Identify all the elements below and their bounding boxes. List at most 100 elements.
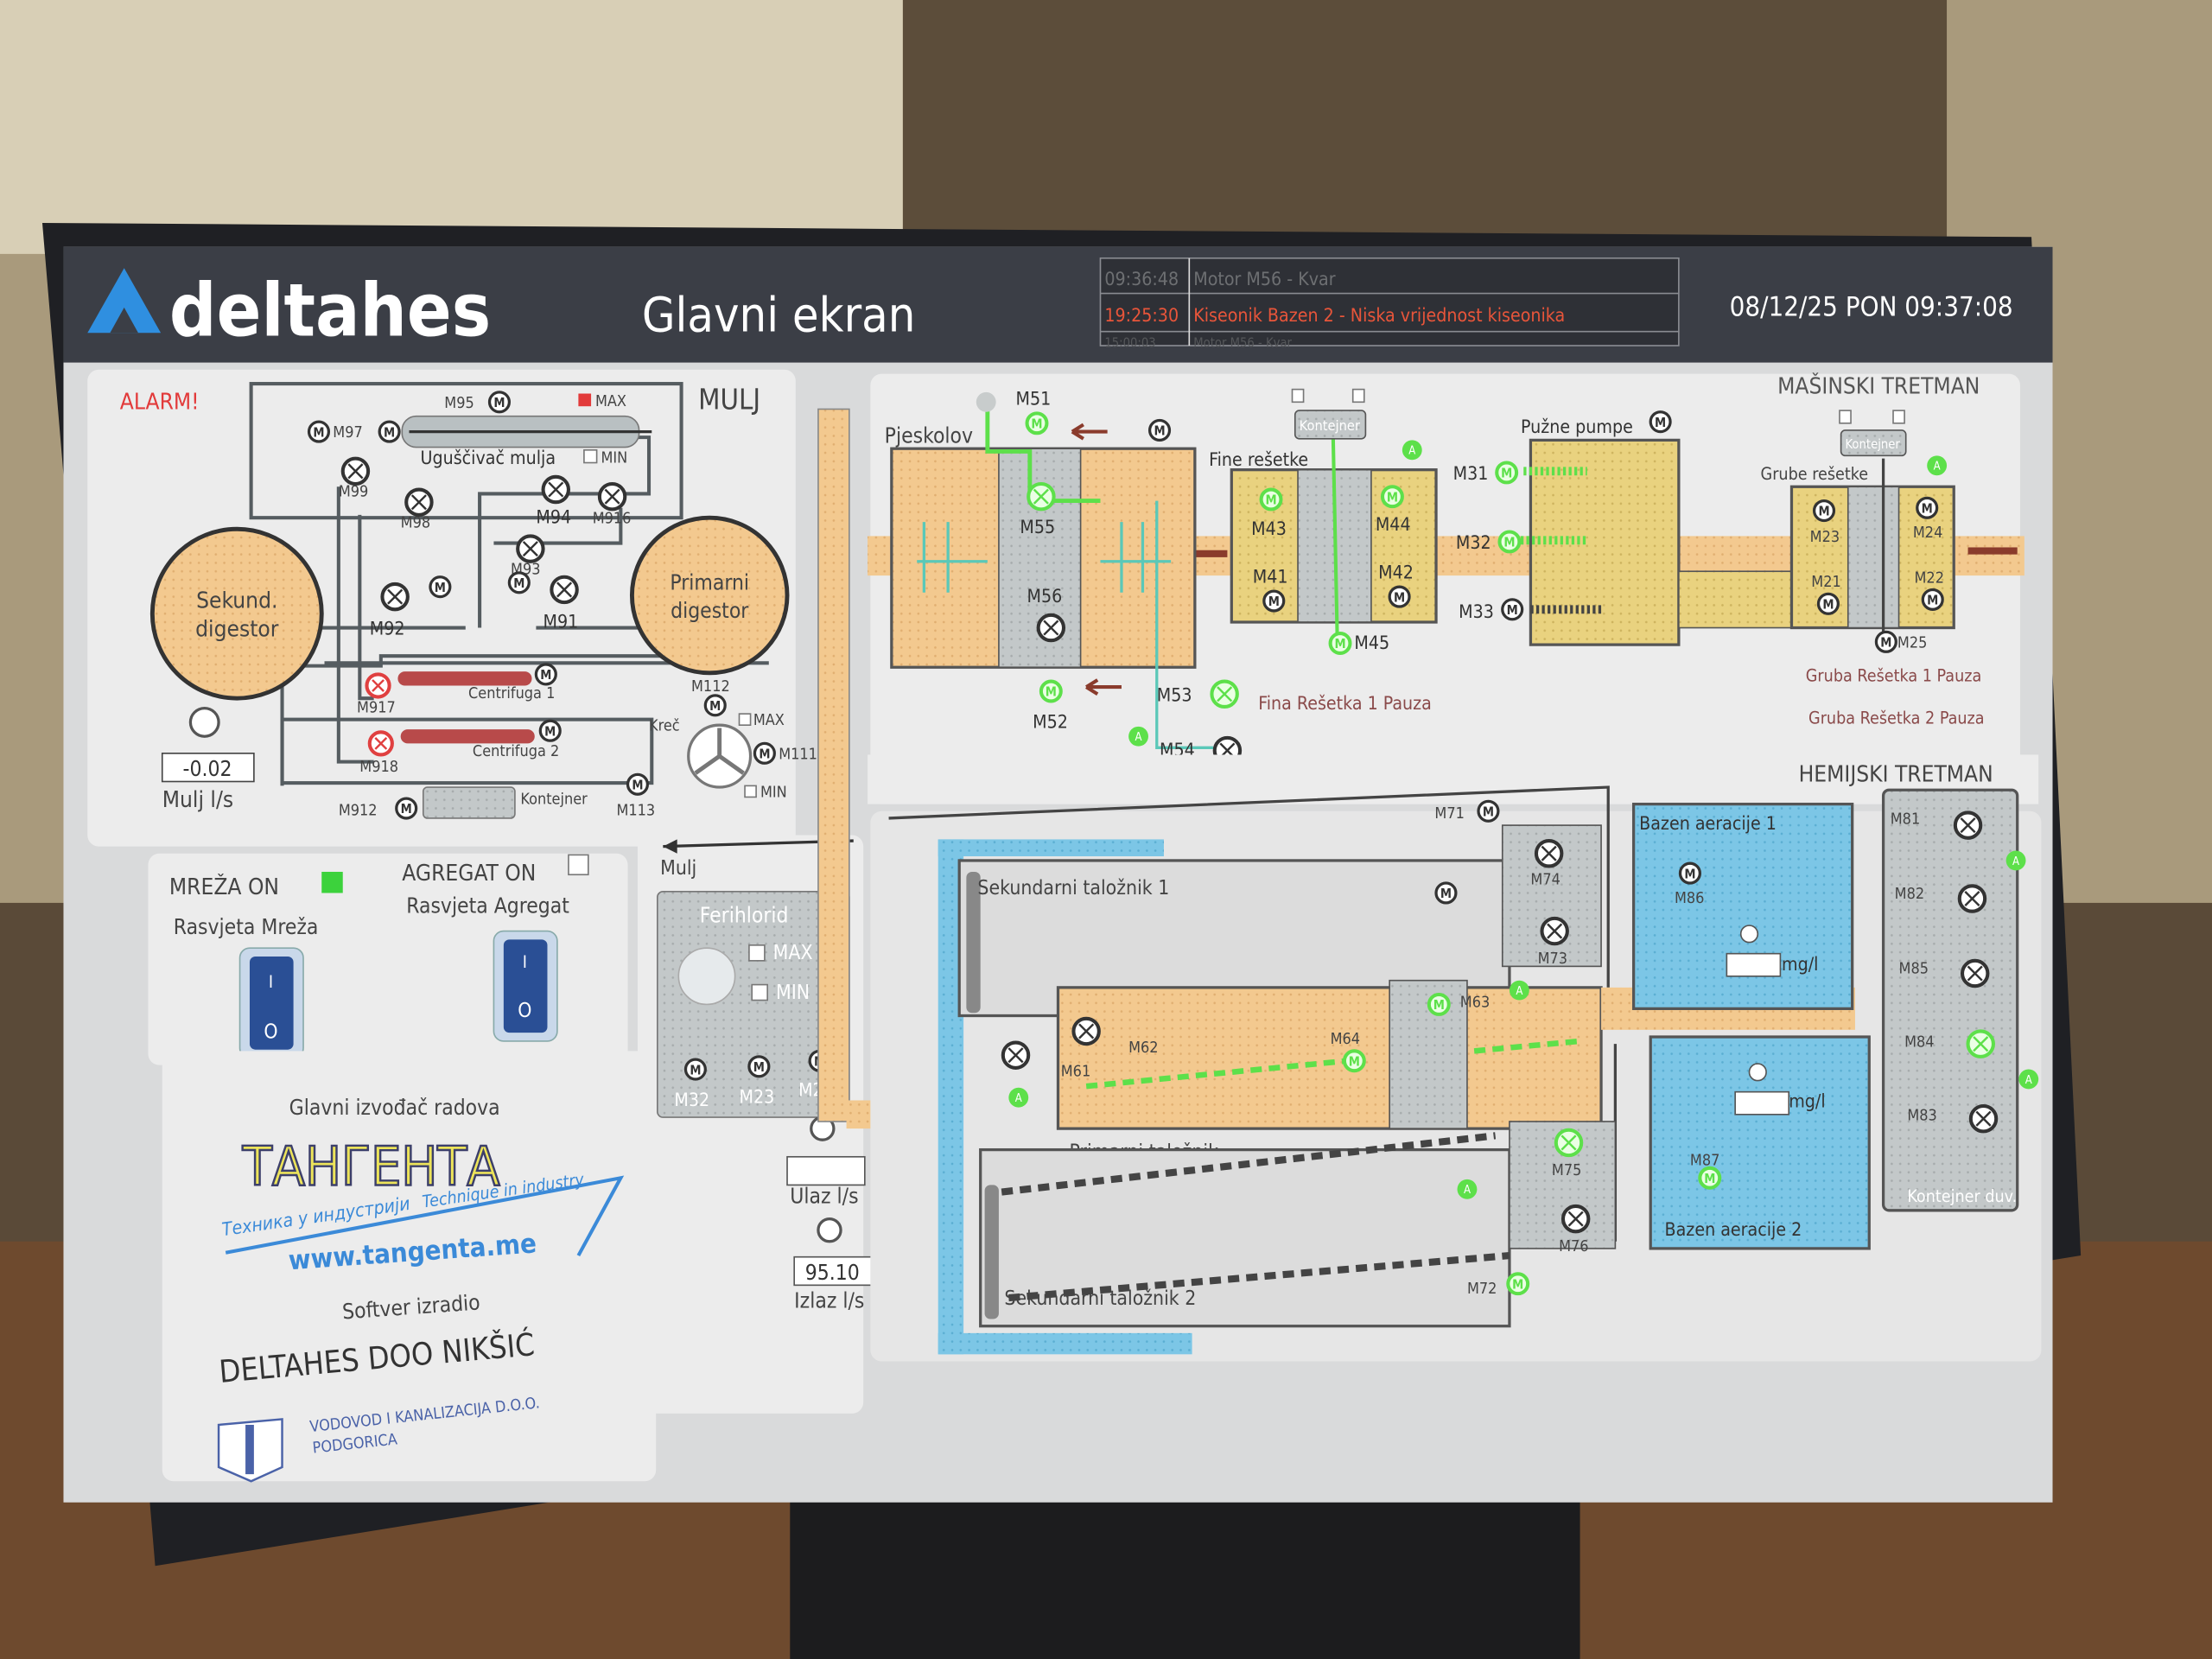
motor-running-icon[interactable] (1331, 633, 1351, 653)
blower-icon[interactable] (1960, 886, 1985, 911)
pump-running-icon[interactable] (1556, 1130, 1581, 1155)
motor-icon[interactable] (1916, 496, 1939, 519)
pump-icon[interactable] (382, 584, 407, 609)
pump-icon[interactable] (1003, 1043, 1028, 1068)
gruba-resetka-1-status: Gruba Rešetka 1 Pauza (1806, 666, 1982, 686)
kontejner-grube[interactable] (1840, 429, 1907, 457)
motor-icon[interactable] (1477, 799, 1500, 823)
motor-running-icon[interactable] (1382, 486, 1402, 506)
motor-icon[interactable] (507, 571, 531, 594)
motor-icon[interactable] (534, 663, 557, 686)
motor-icon[interactable] (1812, 499, 1836, 523)
logo-text: deltahes (169, 269, 491, 354)
pump-icon[interactable] (343, 459, 368, 484)
rasvjeta-mreza-switch[interactable]: I O (238, 947, 304, 1059)
motor-icon[interactable] (1147, 418, 1172, 442)
motor-icon[interactable] (538, 719, 562, 742)
kontejner-mulj[interactable] (422, 786, 516, 819)
motor-running-icon[interactable] (1497, 463, 1516, 483)
pump-icon[interactable] (600, 484, 625, 509)
motor-label: M41 (1253, 566, 1288, 588)
logo-triangle-icon (87, 268, 162, 334)
motor-icon[interactable] (1388, 585, 1411, 608)
pump-icon[interactable] (1073, 1019, 1098, 1044)
pump-alarm-icon[interactable] (366, 674, 389, 696)
container-indicator (1351, 388, 1365, 404)
switch-off-mark: O (518, 1000, 531, 1022)
pump-alarm-icon[interactable] (370, 732, 392, 754)
cabinet (0, 0, 903, 254)
sekundarni-talozink-2[interactable] (979, 1132, 1511, 1328)
motor-icon[interactable] (1921, 588, 1944, 611)
alarm-time: 15:00:03 (1104, 336, 1155, 351)
blower-icon[interactable] (1971, 1106, 1996, 1131)
motor-running-icon[interactable] (1508, 1274, 1528, 1294)
oxygen-display-2 (1734, 1090, 1790, 1116)
dosing-motor-icon[interactable] (747, 1055, 771, 1078)
kontejner-fine[interactable] (1294, 410, 1367, 440)
bazen-aeracije-1[interactable] (1631, 802, 1854, 1010)
motor-icon[interactable] (626, 772, 650, 796)
motor-icon[interactable] (395, 797, 418, 820)
pump-icon[interactable] (1563, 1206, 1588, 1231)
blower-icon[interactable] (1962, 961, 1987, 986)
motor-running-icon[interactable] (1500, 532, 1520, 552)
motor-icon[interactable] (703, 694, 727, 717)
ferihlorid-title: Ferihlorid (700, 903, 789, 928)
pump-running-icon[interactable] (1028, 484, 1053, 509)
motor-icon[interactable] (753, 741, 776, 765)
motor-icon[interactable] (1874, 630, 1897, 653)
krec-mixer[interactable] (687, 723, 753, 789)
motor-label: M52 (1033, 711, 1068, 733)
motor-label: M43 (1251, 518, 1287, 540)
pump-icon[interactable] (1039, 615, 1064, 640)
centrifuga-1-label: Centrifuga 1 (468, 684, 555, 702)
puzne-pumpe[interactable] (1521, 438, 1793, 646)
centrifuga-2[interactable] (400, 729, 535, 744)
min-label: MIN (601, 449, 628, 467)
pump-icon[interactable] (518, 536, 543, 561)
motor-icon[interactable] (1262, 589, 1286, 613)
motor-running-icon[interactable] (1027, 413, 1047, 433)
motor-running-icon[interactable] (1262, 490, 1281, 510)
arrow-left-icon (663, 839, 677, 854)
motor-icon[interactable] (1434, 881, 1458, 905)
motor-running-icon[interactable] (1041, 682, 1061, 702)
pump-icon[interactable] (543, 477, 569, 502)
datetime: 08/12/25 PON 09:37:08 (1730, 292, 2013, 323)
motor-running-icon[interactable] (1344, 1051, 1364, 1071)
mreza-on-label: MREŽA ON (169, 873, 279, 900)
motor-running-icon[interactable] (1700, 1168, 1719, 1188)
motor-label: M99 (339, 483, 368, 501)
oxygen-sensor-icon (1748, 1063, 1767, 1082)
motor-icon[interactable] (307, 420, 331, 443)
motor-icon[interactable] (1816, 592, 1840, 615)
primarni-digestor[interactable] (629, 515, 790, 676)
pump-icon[interactable] (406, 490, 431, 515)
motor-label: M87 (1690, 1152, 1719, 1170)
blower-running-icon[interactable] (1968, 1031, 1993, 1056)
motor-icon[interactable] (487, 391, 512, 414)
pump-icon[interactable] (551, 577, 576, 602)
pump-icon[interactable] (1536, 841, 1561, 866)
mulj-flow-label: Mulj l/s (162, 787, 233, 813)
blower-icon[interactable] (1955, 812, 1980, 837)
motor-icon[interactable] (378, 420, 401, 443)
rasvjeta-agregat-switch[interactable]: I O (493, 930, 558, 1042)
blower-house[interactable] (1881, 788, 2019, 1212)
sekund-digestor[interactable] (149, 526, 324, 701)
centrifuga-1[interactable] (397, 671, 532, 686)
motor-label: M32 (674, 1090, 709, 1111)
primarni-talozink[interactable] (1056, 979, 1603, 1130)
motor-icon[interactable] (1501, 598, 1524, 621)
blower-running-icon[interactable] (1211, 682, 1236, 707)
pump-icon[interactable] (1541, 918, 1567, 944)
alarm-list[interactable]: 09:36:48 Motor M56 - Kvar 19:25:30 Kiseo… (1099, 257, 1680, 351)
oxygen-unit: mg/l (1782, 954, 1818, 976)
alarm-indicator: ALARM! (120, 389, 200, 415)
motor-icon[interactable] (1678, 861, 1701, 885)
motor-icon[interactable] (429, 575, 452, 599)
motor-icon[interactable] (1649, 410, 1672, 434)
dosing-motor-icon[interactable] (683, 1058, 707, 1081)
motor-running-icon[interactable] (1429, 995, 1449, 1014)
